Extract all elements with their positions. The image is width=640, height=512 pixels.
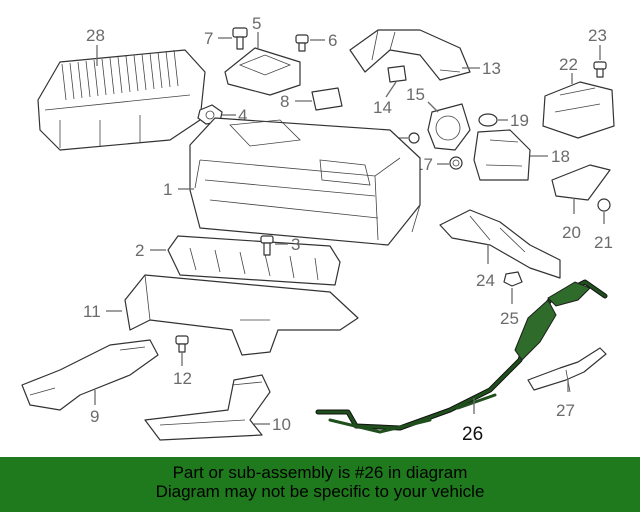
part-19-ring[interactable]: [478, 113, 498, 127]
callout-25: 25: [500, 309, 519, 328]
callout-26: 26: [462, 424, 483, 445]
callout-22: 22: [559, 55, 578, 74]
part-11-duct[interactable]: [124, 274, 359, 356]
callout-10: 10: [272, 415, 291, 434]
part-27-strip[interactable]: [527, 347, 607, 393]
callout-11: 11: [83, 302, 101, 321]
part-1-main-tray[interactable]: [189, 117, 421, 246]
part-14-grommet[interactable]: [387, 65, 407, 83]
leader-14: [385, 81, 397, 98]
callout-2: 2: [135, 241, 144, 260]
part-18-bracket[interactable]: [473, 129, 531, 181]
callout-27: 27: [556, 401, 575, 420]
part-21-screw[interactable]: [597, 198, 611, 212]
callout-9: 9: [90, 407, 99, 426]
part-5-bracket[interactable]: [224, 47, 301, 96]
part-23-bolt[interactable]: [593, 61, 607, 78]
part-22-module[interactable]: [542, 81, 615, 139]
callout-3: 3: [291, 235, 300, 254]
part-16-screw[interactable]: [408, 132, 420, 144]
callout-4: 4: [238, 106, 247, 125]
part-20-bracket[interactable]: [551, 164, 611, 201]
callout-12: 12: [173, 369, 192, 388]
part-7-bolt[interactable]: [232, 27, 248, 50]
part-13-duct[interactable]: [349, 29, 471, 81]
part-3-bolt[interactable]: [260, 235, 274, 256]
callout-21: 21: [594, 233, 613, 252]
part-2-rail[interactable]: [167, 235, 341, 286]
part-26-harness[interactable]: [315, 279, 608, 434]
banner-line-1: Part or sub-assembly is #26 in diagram: [172, 463, 468, 482]
callout-1: 1: [163, 180, 172, 199]
callout-23: 23: [588, 26, 607, 45]
part-9-duct[interactable]: [21, 339, 159, 411]
callout-8: 8: [280, 92, 289, 111]
part-10-duct[interactable]: [144, 374, 271, 441]
callout-15: 15: [406, 85, 425, 104]
callout-14: 14: [373, 98, 392, 117]
callout-19: 19: [510, 111, 529, 130]
part-24-bracket[interactable]: [439, 209, 561, 279]
callout-5: 5: [252, 14, 261, 33]
callout-7: 7: [204, 29, 213, 48]
part-8-connector[interactable]: [311, 87, 343, 111]
info-banner: Part or sub-assembly is #26 in diagram D…: [0, 457, 640, 512]
part-17-seal[interactable]: [449, 156, 463, 170]
part-15-valve[interactable]: [427, 103, 471, 151]
callout-20: 20: [562, 223, 581, 242]
part-25-clip[interactable]: [503, 271, 523, 287]
callout-18: 18: [551, 147, 570, 166]
leader-15: [427, 101, 439, 113]
callout-28: 28: [86, 26, 105, 45]
callout-13: 13: [482, 59, 501, 78]
part-6-bolt[interactable]: [295, 34, 309, 52]
callout-6: 6: [328, 31, 337, 50]
exploded-parts-diagram: 28 7 5 6 8 4 13 14: [21, 14, 615, 445]
part-28-module[interactable]: [37, 49, 206, 151]
part-12-fastener[interactable]: [175, 335, 189, 353]
banner-line-2: Diagram may not be specific to your vehi…: [155, 482, 485, 501]
callout-24: 24: [476, 271, 495, 290]
